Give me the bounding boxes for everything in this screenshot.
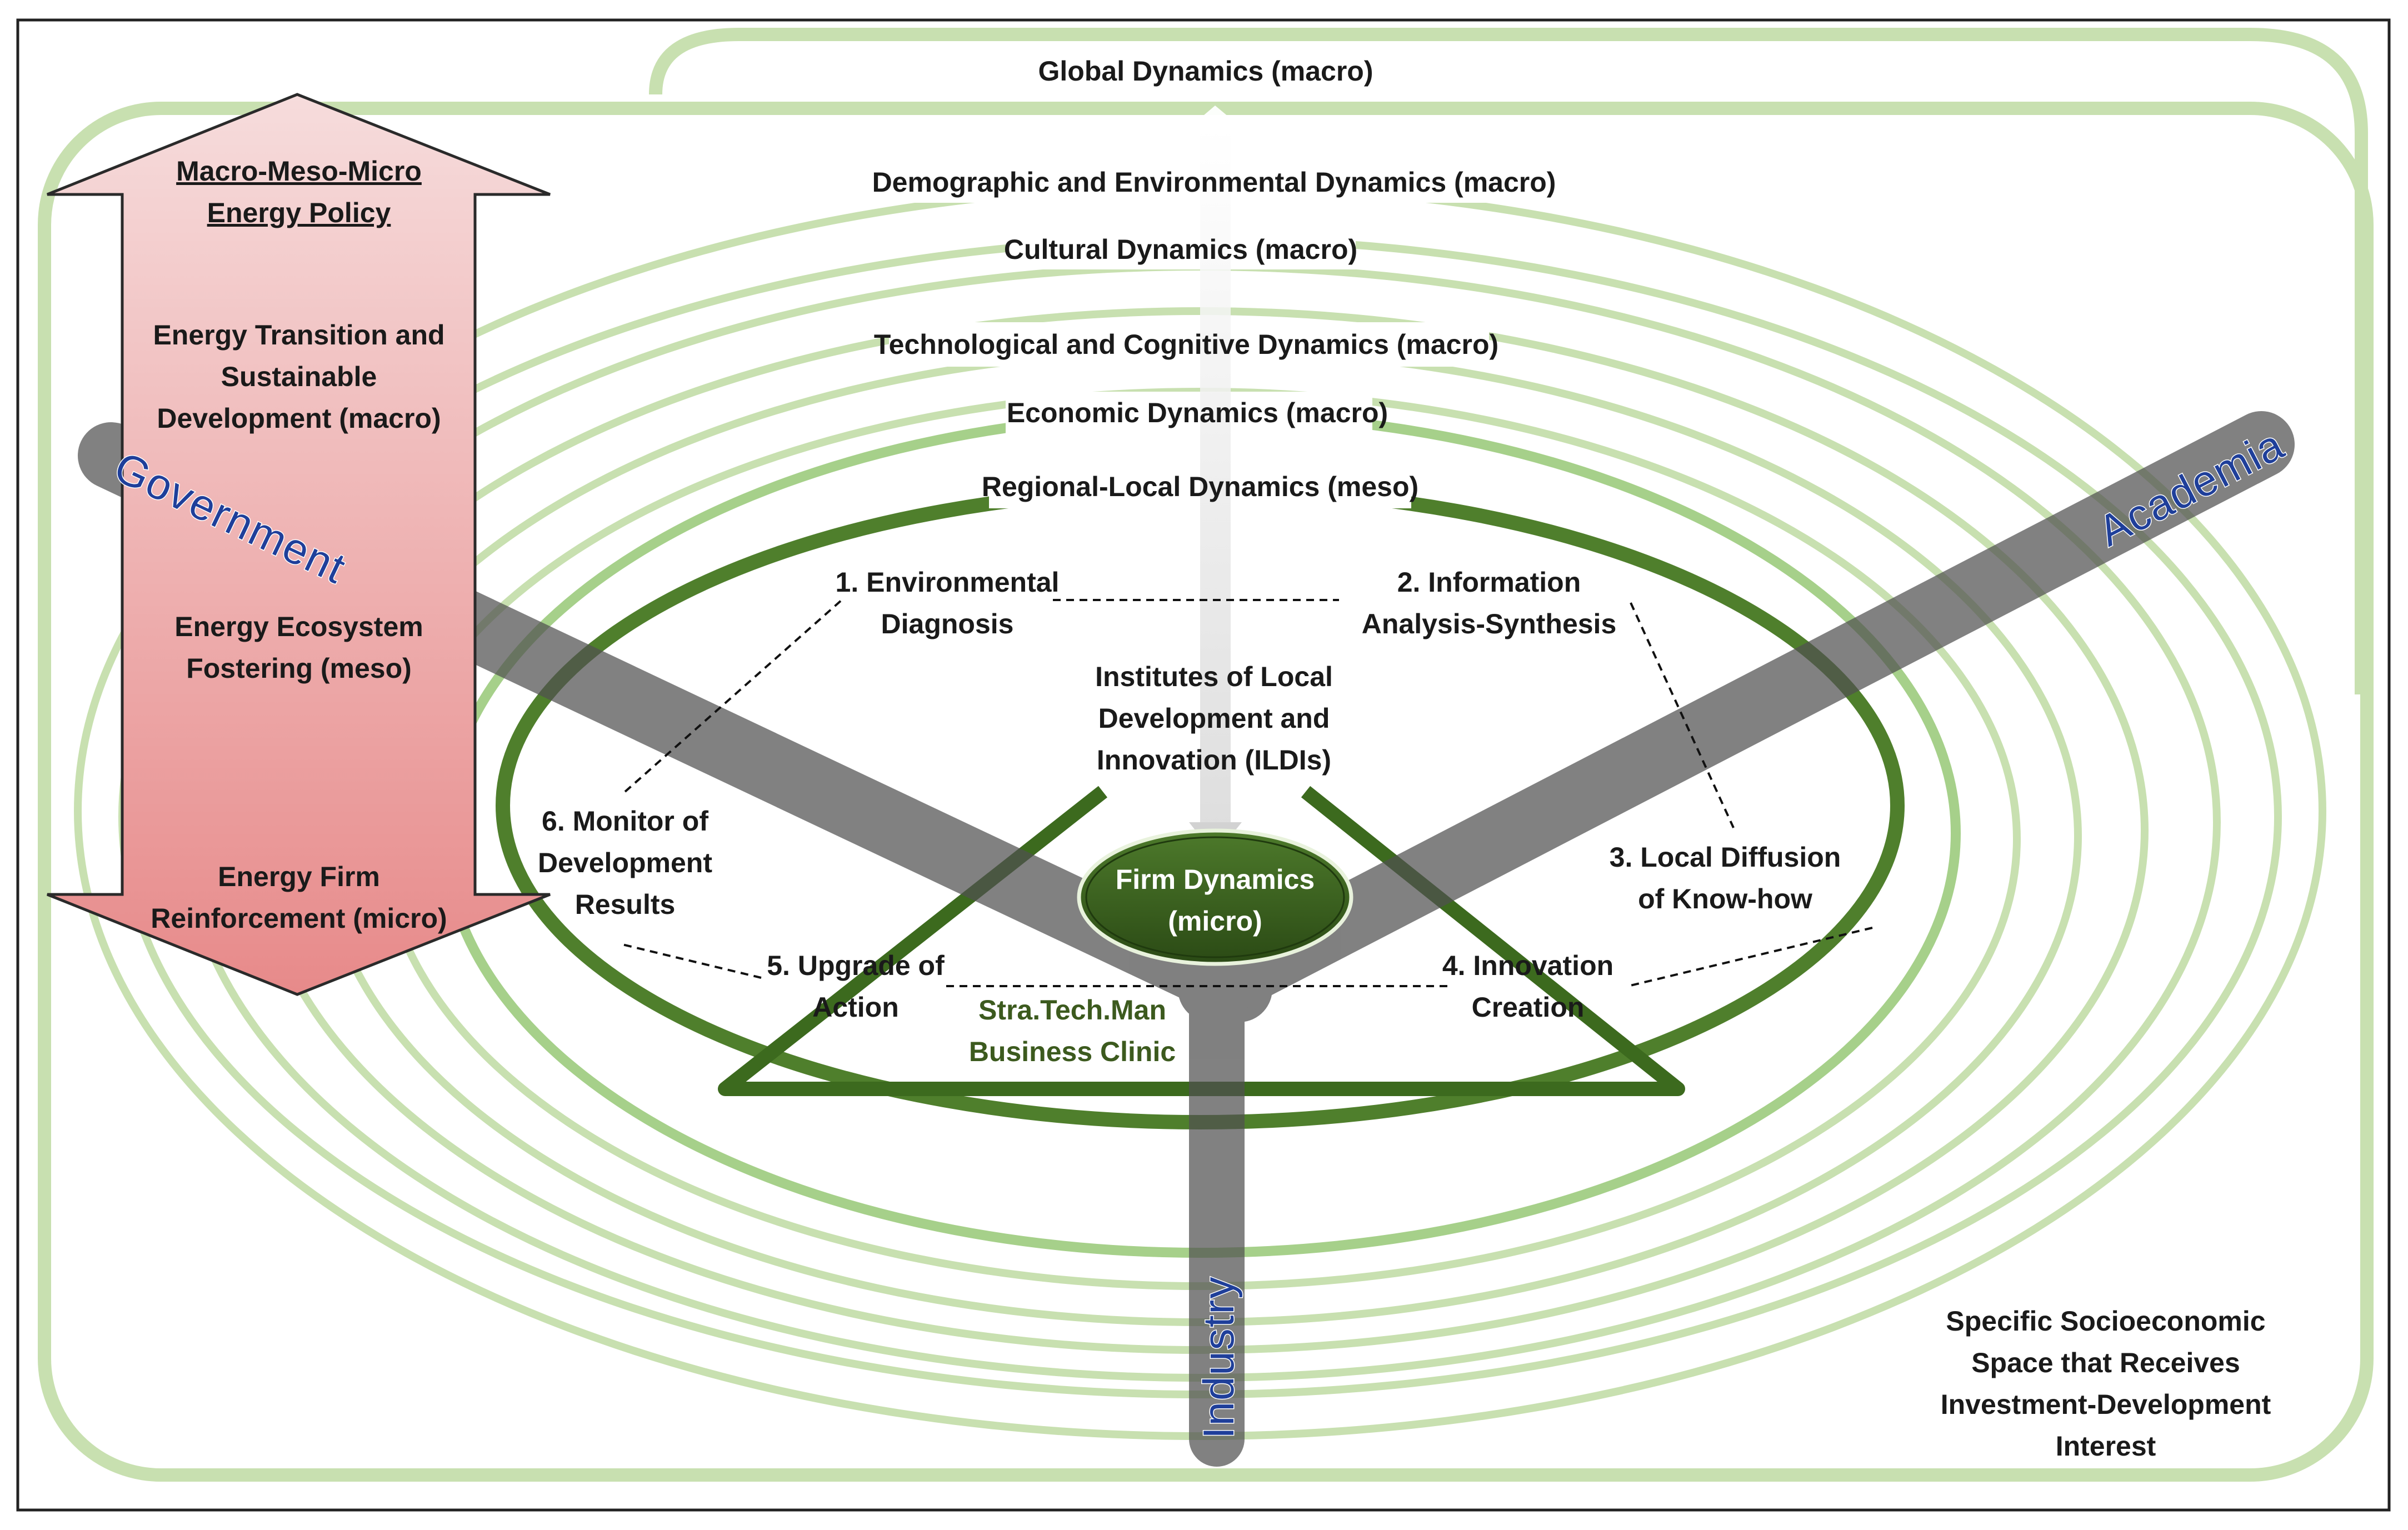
regional-dynamics-label: Regional-Local Dynamics (meso) bbox=[982, 471, 1418, 502]
demographic-dynamics-label: Demographic and Environmental Dynamics (… bbox=[872, 167, 1556, 198]
space-line3: Investment-Development bbox=[1941, 1389, 2271, 1420]
step4-line2: Creation bbox=[1472, 992, 1585, 1023]
step6-line3: Results bbox=[575, 889, 676, 920]
space-line1: Specific Socioeconomic bbox=[1946, 1306, 2265, 1337]
cultural-dynamics-label: Cultural Dynamics (macro) bbox=[1004, 234, 1357, 265]
ildi-line3: Innovation (ILDIs) bbox=[1097, 744, 1331, 776]
clinic-line2: Business Clinic bbox=[969, 1036, 1176, 1067]
step6-line2: Development bbox=[538, 847, 712, 878]
step5-line2: Action bbox=[812, 992, 899, 1023]
industry-label: Industry bbox=[1194, 1276, 1243, 1439]
global-dynamics-label: Global Dynamics (macro) bbox=[1038, 56, 1373, 87]
policy-meso-line1: Energy Ecosystem bbox=[174, 611, 423, 642]
space-line4: Interest bbox=[2056, 1431, 2156, 1462]
step4-line1: 4. Innovation bbox=[1442, 950, 1613, 981]
step6-line1: 6. Monitor of bbox=[542, 806, 708, 837]
global-dynamics-frames bbox=[38, 28, 2374, 1482]
policy-macro-line3: Development (macro) bbox=[157, 403, 441, 434]
step2-line2: Analysis-Synthesis bbox=[1362, 608, 1617, 639]
step1-line2: Diagnosis bbox=[881, 608, 1014, 639]
economic-dynamics-label: Economic Dynamics (macro) bbox=[1007, 397, 1388, 428]
policy-title-line2: Energy Policy bbox=[207, 197, 391, 228]
firm-dynamics-line2: (micro) bbox=[1168, 906, 1262, 937]
academia-band bbox=[1178, 411, 2295, 1022]
firm-dynamics-line1: Firm Dynamics bbox=[1116, 864, 1315, 895]
policy-macro-line2: Sustainable bbox=[221, 361, 377, 392]
step2-line1: 2. Information bbox=[1397, 567, 1581, 598]
technological-dynamics-label: Technological and Cognitive Dynamics (ma… bbox=[874, 329, 1498, 360]
step3-line2: of Know-how bbox=[1638, 883, 1812, 914]
step5-line1: 5. Upgrade of bbox=[767, 950, 945, 981]
clinic-line1: Stra.Tech.Man bbox=[978, 994, 1166, 1026]
policy-double-arrow bbox=[47, 93, 551, 996]
step1-line1: 1. Environmental bbox=[836, 567, 1060, 598]
process-connectors bbox=[622, 599, 1873, 987]
policy-title-line1: Macro-Meso-Micro bbox=[176, 156, 422, 187]
space-line2: Space that Receives bbox=[1971, 1347, 2240, 1378]
policy-meso-line2: Fostering (meso) bbox=[186, 653, 412, 684]
policy-micro-line2: Reinforcement (micro) bbox=[151, 903, 447, 934]
policy-micro-line1: Energy Firm bbox=[218, 861, 380, 892]
policy-macro-line1: Energy Transition and bbox=[153, 319, 444, 351]
step3-line1: 3. Local Diffusion bbox=[1610, 842, 1841, 873]
ildi-line1: Institutes of Local bbox=[1095, 661, 1333, 692]
firm-dynamics bbox=[1077, 828, 1353, 966]
ildi-line2: Development and bbox=[1098, 703, 1330, 734]
